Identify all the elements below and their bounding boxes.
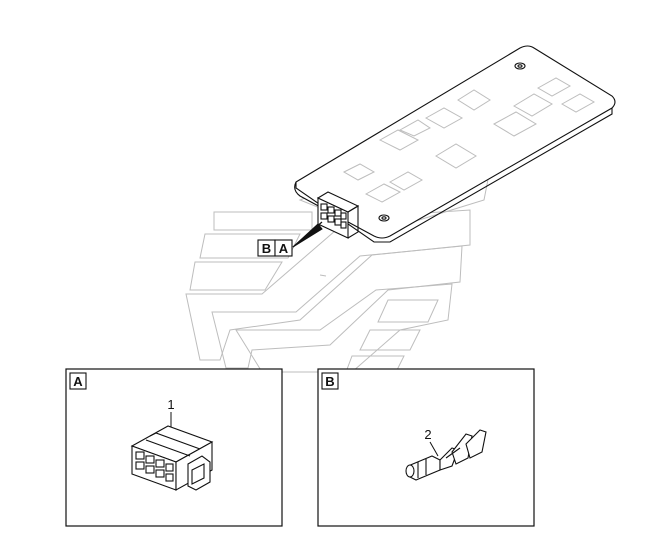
detail-reference-tag: B A — [257, 239, 293, 257]
tag-detail-b: B — [262, 241, 271, 256]
detail-panel-b: B 2 — [317, 368, 535, 527]
control-board — [294, 45, 616, 243]
crimp-terminal-icon — [405, 429, 487, 481]
panel-b-label: B — [325, 374, 334, 389]
tag-detail-a: A — [279, 241, 289, 256]
item-1-callout: 1 — [167, 397, 174, 412]
item-2-callout: 2 — [424, 427, 431, 442]
detail-panel-a: A 1 — [65, 368, 283, 527]
connector-housing-icon — [130, 425, 214, 491]
panel-a-label: A — [73, 374, 83, 389]
board-connector — [292, 191, 360, 248]
